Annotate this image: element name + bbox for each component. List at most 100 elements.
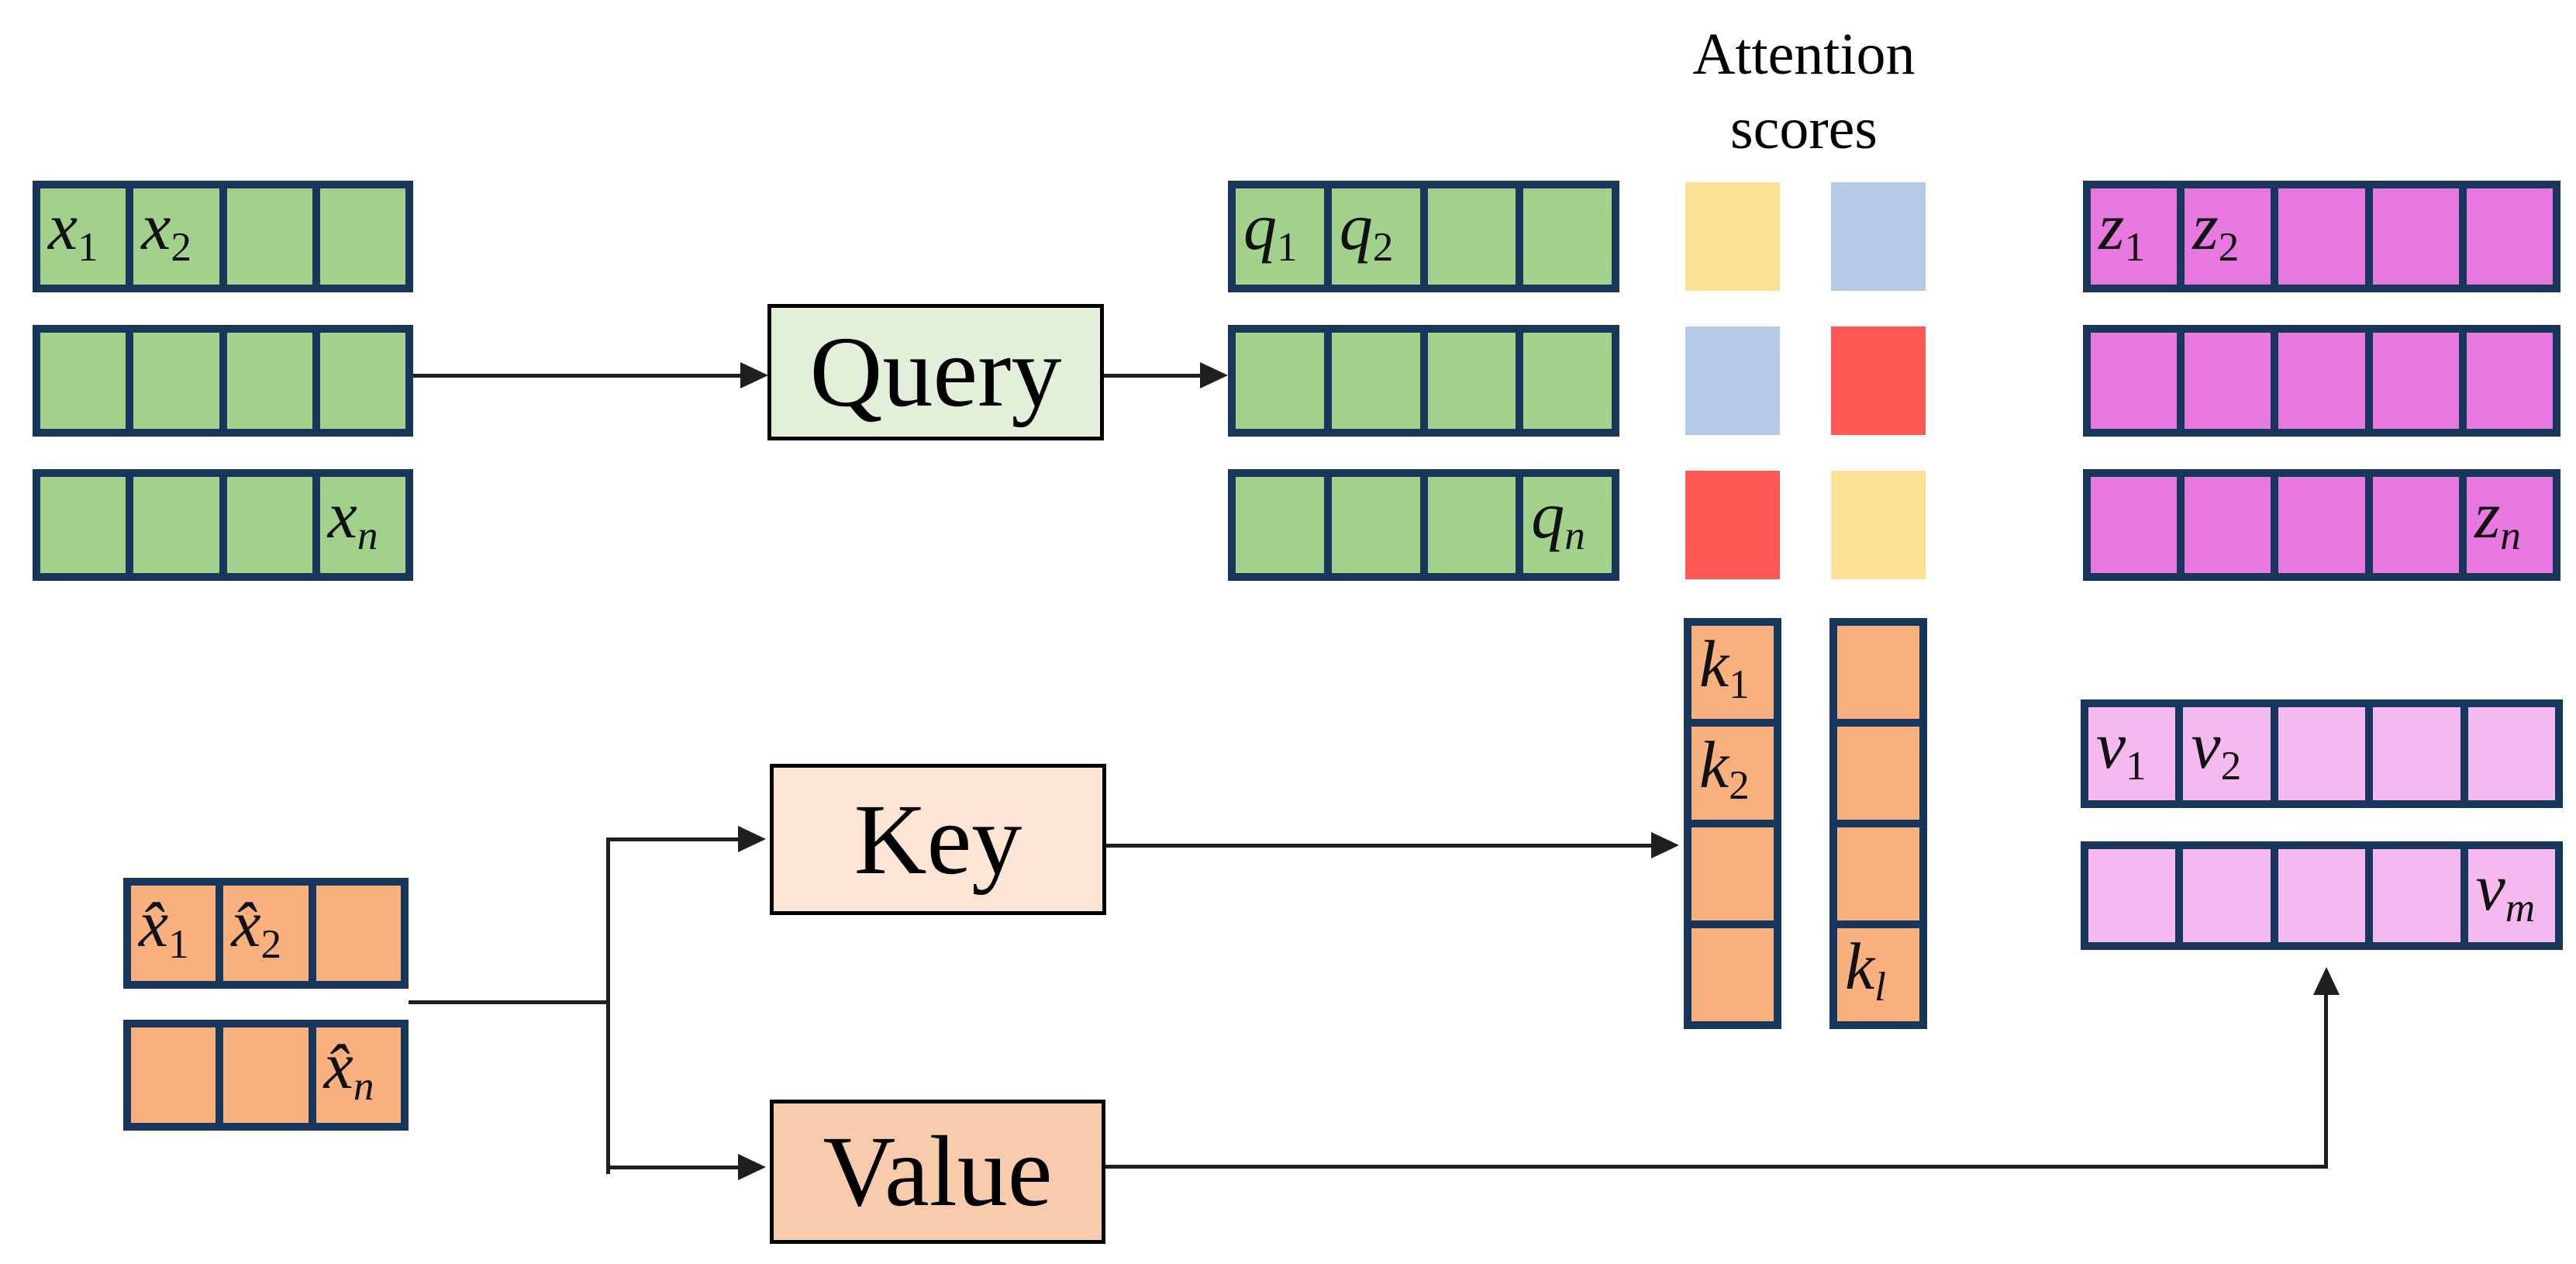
- x-matrix-cell-1-3: [312, 333, 405, 429]
- label-base: v: [2191, 708, 2221, 782]
- label-subscript: 2: [2218, 223, 2240, 270]
- x-matrix-row-2: [33, 325, 413, 437]
- label-base: v: [2475, 850, 2505, 924]
- xhat-matrix-cell-0-0: x̂1: [131, 886, 216, 981]
- q-matrix-cell-1-0: [1236, 333, 1324, 429]
- label-subscript: 2: [1372, 223, 1394, 270]
- z-matrix-cell-0-0: z1: [2091, 188, 2178, 285]
- arrow-xhat-to-value-head-icon: [738, 1154, 766, 1180]
- value-box: Value: [770, 1100, 1105, 1244]
- v-matrix-cell-0-3: [2365, 707, 2460, 800]
- arrow-value-to-v-hline: [1105, 1165, 2328, 1169]
- k-matrix-cell-1-0: [1837, 626, 1919, 719]
- z-matrix-cell-0-3: [2364, 188, 2459, 285]
- q-matrix-cell-label: q2: [1340, 190, 1394, 270]
- x-matrix-cell-0-3: [312, 188, 405, 285]
- x-matrix-cell-0-2: [219, 188, 312, 285]
- label-subscript: l: [1874, 962, 1886, 1010]
- z-matrix-cell-0-1: z2: [2177, 188, 2271, 285]
- v-matrix-cell-1-1: [2175, 849, 2271, 942]
- q-matrix-cell-1-1: [1323, 333, 1420, 429]
- x-matrix-cell-label: x1: [48, 190, 98, 270]
- label-base: z: [2192, 189, 2219, 264]
- q-matrix-cell-label: q1: [1243, 190, 1298, 270]
- arrow-xhat-to-key-head-icon: [738, 826, 766, 852]
- label-base: k: [1845, 929, 1875, 1003]
- value-box-label: Value: [822, 1116, 1053, 1228]
- z-matrix-cell-1-3: [2364, 333, 2459, 429]
- z-matrix-cell-2-2: [2271, 477, 2365, 573]
- label-subscript: 2: [260, 920, 282, 967]
- key-box: Key: [770, 764, 1106, 915]
- label-subscript: m: [2505, 883, 2536, 931]
- label-subscript: 1: [2126, 741, 2147, 789]
- q-matrix-cell-2-3: qn: [1516, 477, 1612, 573]
- label-base: x̂: [139, 886, 169, 961]
- k-matrix-cell-1-3: kl: [1837, 920, 1919, 1021]
- v-matrix-cell-0-0: v1: [2088, 707, 2176, 800]
- k-matrix-cell-label: k2: [1699, 728, 1750, 808]
- label-subscript: 2: [2220, 741, 2242, 789]
- label-base: z: [2098, 189, 2125, 264]
- x-matrix-cell-label: x2: [141, 190, 191, 270]
- v-matrix-cell-0-4: [2460, 707, 2556, 800]
- label-subscript: 1: [168, 920, 189, 967]
- arrow-xhat-to-key-line: [606, 837, 740, 841]
- label-subscript: 2: [171, 223, 192, 270]
- k-matrix-cell-label: kl: [1845, 930, 1886, 1010]
- label-subscript: 1: [1729, 660, 1750, 707]
- k-matrix-cell-0-0: k1: [1691, 626, 1774, 719]
- key-box-label: Key: [853, 783, 1022, 896]
- z-matrix-cell-label: z1: [2098, 190, 2145, 270]
- z-matrix-cell-label: zn: [2474, 478, 2521, 558]
- label-base: k: [1699, 627, 1729, 701]
- label-base: x: [327, 478, 357, 552]
- v-matrix-row-2: vm: [2081, 841, 2563, 950]
- q-matrix-cell-0-2: [1419, 188, 1516, 285]
- label-base: q: [1243, 189, 1277, 264]
- k-matrix-column-2: kl: [1829, 618, 1927, 1029]
- z-matrix-cell-1-2: [2271, 333, 2365, 429]
- q-matrix-cell-1-2: [1419, 333, 1516, 429]
- arrow-key-to-k-head-icon: [1651, 832, 1679, 858]
- query-box: Query: [767, 304, 1104, 440]
- arrow-x-to-query-head-icon: [740, 362, 768, 389]
- label-base: q: [1339, 189, 1373, 264]
- attention-scores-title-line2: scores: [1730, 96, 1878, 161]
- x-matrix-cell-1-0: [40, 333, 126, 429]
- x-matrix-row-1: x1 x2: [33, 181, 413, 292]
- z-matrix-row-2: [2083, 325, 2560, 437]
- z-matrix-cell-2-3: [2364, 477, 2459, 573]
- attention-score-cell-r3c2: [1831, 471, 1926, 579]
- z-matrix-cell-2-4: zn: [2458, 477, 2554, 573]
- x-matrix-cell-2-2: [219, 477, 312, 573]
- x-matrix-cell-2-1: [126, 477, 219, 573]
- z-matrix-cell-1-1: [2177, 333, 2271, 429]
- q-matrix-cell-1-3: [1516, 333, 1612, 429]
- attention-score-cell-r1c2: [1831, 182, 1926, 291]
- k-matrix-cell-0-3: [1691, 920, 1774, 1021]
- label-subscript: 1: [2124, 223, 2146, 270]
- v-matrix-cell-label: v2: [2191, 709, 2241, 789]
- xhat-matrix-cell-label: x̂n: [324, 1029, 374, 1109]
- v-matrix-cell-label: v1: [2096, 709, 2147, 789]
- v-matrix-cell-1-2: [2270, 849, 2366, 942]
- arrow-query-to-q-line: [1104, 374, 1202, 378]
- label-base: v: [2096, 708, 2126, 782]
- label-base: z: [2474, 478, 2501, 552]
- attention-scores-title: Attention scores: [1533, 17, 2075, 166]
- v-matrix-cell-label: vm: [2476, 851, 2536, 931]
- xhat-matrix-cell-1-1: [216, 1027, 309, 1123]
- q-matrix-cell-2-0: [1236, 477, 1324, 573]
- x-matrix-cell-2-0: [40, 477, 126, 573]
- label-subscript: n: [1564, 511, 1585, 558]
- label-base: x̂: [231, 886, 261, 961]
- arrow-key-to-k-line: [1106, 844, 1653, 848]
- x-matrix-cell-2-3: xn: [312, 477, 405, 573]
- xhat-matrix-cell-1-0: [131, 1027, 216, 1123]
- k-matrix-cell-1-2: [1837, 820, 1919, 920]
